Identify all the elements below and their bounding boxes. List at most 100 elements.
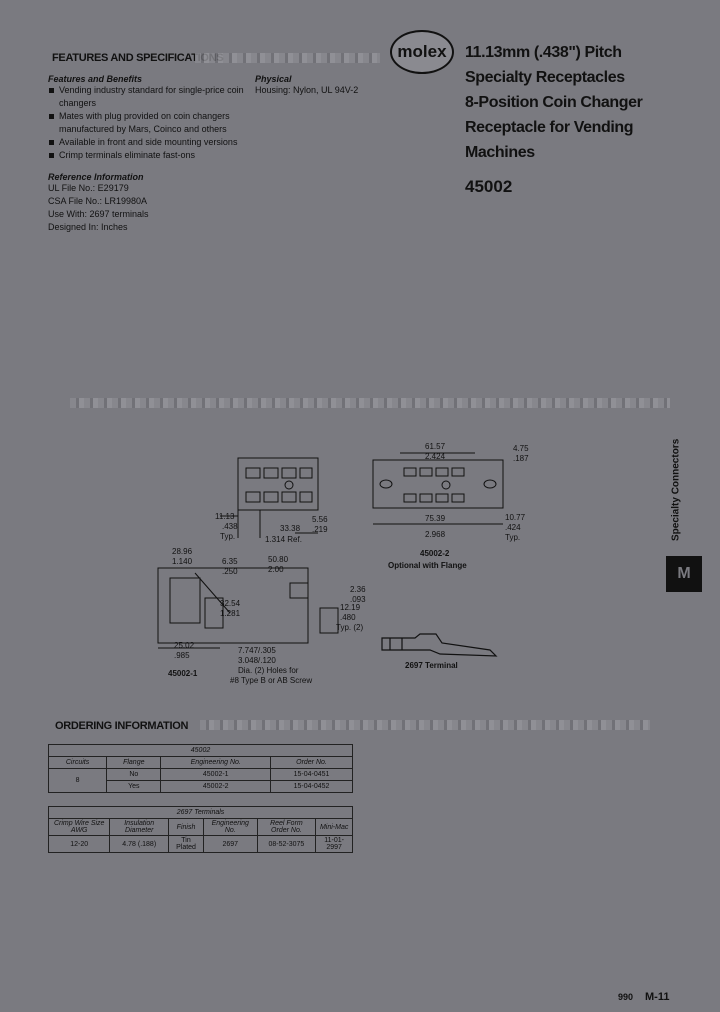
terminal-label: 2697 Terminal <box>405 661 458 670</box>
title-line: Specialty Receptacles <box>465 69 625 86</box>
dim-label: 2.36 <box>350 585 366 594</box>
dim-label: 1.314 Ref. <box>265 535 302 544</box>
table-header: Flange <box>106 756 162 769</box>
dim-label: 28.96 <box>172 547 193 556</box>
table-row: 8 No 45002-1 15-04-0451 <box>47 768 353 793</box>
dim-label: 11.13 <box>215 512 235 521</box>
dim-label: 33.38 <box>280 524 301 533</box>
dim-label: 50.80 <box>268 555 289 564</box>
feature-item: Vending industry standard for single-pri… <box>48 84 248 110</box>
table-cell: 15-04-0452 <box>270 780 353 793</box>
dim-label: .985 <box>174 651 190 660</box>
table-cell: Tin Plated <box>168 835 205 853</box>
part-number: 45002 <box>465 177 513 196</box>
table-title: 45002 <box>48 744 353 757</box>
reference-line: Use With: 2697 terminals <box>48 209 149 219</box>
table-cell: Yes <box>106 780 162 793</box>
dim-label: 2.424 <box>425 452 446 461</box>
section-letter-tab: M <box>666 556 702 592</box>
dim-label: Typ. <box>505 533 520 542</box>
table-header: Engineering No. <box>160 756 271 769</box>
dim-label: 12.19 <box>340 603 361 612</box>
table-cell: No <box>106 768 162 781</box>
ordering-noise-band <box>200 720 650 730</box>
title-line: 11.13mm (.438") Pitch <box>465 44 622 61</box>
table-header: Reel Form Order No. <box>256 818 317 836</box>
table-header: Engineering No. <box>203 818 258 836</box>
front-view-45002-2 <box>372 452 504 525</box>
mid-noise-band <box>70 398 670 408</box>
dim-label: .187 <box>513 454 529 463</box>
table-title: 2697 Terminals <box>48 806 353 819</box>
table-row: Yes 45002-2 15-04-0452 <box>49 780 353 793</box>
reference-heading: Reference Information <box>48 172 144 182</box>
dim-label: .438 <box>222 522 238 531</box>
dim-label: 6.35 <box>222 557 238 566</box>
dim-label: 2.00 <box>268 565 284 574</box>
title-line: Receptacle for Vending <box>465 119 634 136</box>
dim-label: 75.39 <box>425 514 446 523</box>
optional-flange-label: Optional with Flange <box>388 561 467 570</box>
title-line: 8-Position Coin Changer <box>465 94 643 111</box>
section-heading: FEATURES AND SPECIFICATIONS <box>52 52 224 64</box>
physical-heading: Physical <box>255 74 292 84</box>
technical-drawings: 11.13 .438 Typ. 33.38 1.314 Ref. 5.56 .2… <box>157 442 529 685</box>
table-cell: 11-01-2997 <box>315 835 353 853</box>
table-cell: 45002-2 <box>160 780 271 793</box>
dim-label: 2.968 <box>425 530 446 539</box>
features-heading: Features and Benefits <box>48 74 143 84</box>
table-cell: 15-04-0451 <box>270 768 353 781</box>
dim-label: 10.77 <box>505 513 526 522</box>
table-header: Circuits <box>47 756 108 769</box>
dim-label: 25.02 <box>174 641 195 650</box>
dim-label: 1.140 <box>172 557 193 566</box>
table-cell: 12-20 <box>47 835 111 853</box>
dim-label: 32.54 <box>220 599 241 608</box>
table-cell: 8 <box>47 768 108 793</box>
features-block: Features and Benefits Vending industry s… <box>48 74 248 234</box>
dim-label: .093 <box>350 595 366 604</box>
table-header: Finish <box>168 818 205 836</box>
reference-line: UL File No.: E29179 <box>48 183 129 193</box>
footer-page-number: M-11 <box>645 991 670 1003</box>
table-header: Crimp Wire Size AWG <box>47 818 111 836</box>
side-tab-label: Specialty Connectors <box>670 438 682 542</box>
dim-label: 5.56 <box>312 515 328 524</box>
physical-text: Housing: Nylon, UL 94V-2 <box>255 85 359 95</box>
product-title: 11.13mm (.438") Pitch Specialty Receptac… <box>465 40 643 197</box>
feature-item: Available in front and side mounting ver… <box>48 136 248 149</box>
reference-line: CSA File No.: LR19980A <box>48 196 148 206</box>
ordering-heading: ORDERING INFORMATION <box>55 720 189 732</box>
dim-label: .480 <box>340 613 356 622</box>
part-label-45002-1: 45002-1 <box>168 669 198 678</box>
side-view-45002-1 <box>157 567 339 649</box>
part-label-45002-2: 45002-2 <box>420 549 450 558</box>
dim-label: .219 <box>312 525 328 534</box>
table-header: Order No. <box>270 756 353 769</box>
table-cell: 45002-1 <box>160 768 271 781</box>
physical-block: Physical Housing: Nylon, UL 94V-2 <box>255 74 358 97</box>
table-header: Insulation Diameter <box>109 818 170 836</box>
feature-item: Mates with plug provided on coin changer… <box>48 110 248 136</box>
dim-label: .250 <box>222 567 238 576</box>
dim-label: Typ. <box>220 532 235 541</box>
table-cell: 08-52-3075 <box>256 835 317 853</box>
terminal-2697-drawing <box>381 633 498 657</box>
table-cell: 2697 <box>203 835 258 853</box>
reference-line: Designed In: Inches <box>48 222 128 232</box>
dim-label: Typ. (2) <box>336 623 363 632</box>
footer-year: 990 <box>618 992 634 1002</box>
order-table-2697: 2697 Terminals Crimp Wire Size AWG Insul… <box>47 806 353 853</box>
table-cell: 4.78 (.188) <box>109 835 170 853</box>
holes-note: Dia. (2) Holes for <box>238 666 299 675</box>
holes-note: #8 Type B or AB Screw <box>230 676 312 685</box>
dim-label: .424 <box>505 523 521 532</box>
feature-item: Crimp terminals eliminate fast-ons <box>48 149 248 162</box>
title-line: Machines <box>465 144 535 161</box>
order-table-45002: 45002 Circuits Flange Engineering No. Or… <box>47 744 353 793</box>
table-header: Mini-Mac <box>315 818 353 836</box>
dim-label: 7.747/.305 <box>238 646 276 655</box>
header-noise-band <box>195 53 380 63</box>
dim-label: 61.57 <box>425 442 446 451</box>
molex-logo: molex <box>390 30 454 74</box>
